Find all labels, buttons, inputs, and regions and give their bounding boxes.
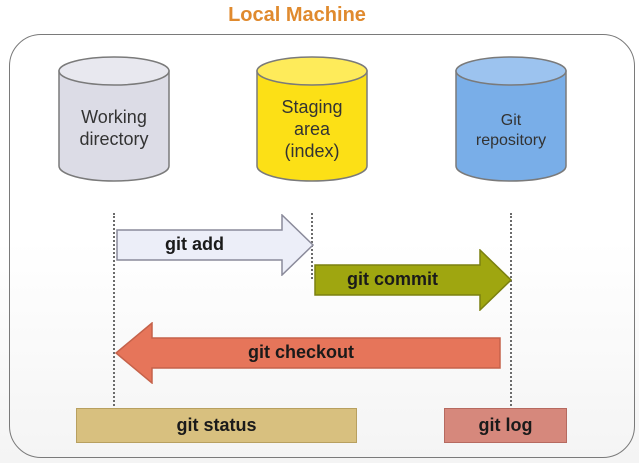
local-machine-frame [9,34,635,458]
cylinder-shape [58,56,170,182]
cylinder-shape [256,56,368,182]
staging-area-label: Staging area (index) [281,97,343,161]
git-add-label: git add [165,234,224,254]
right-arrow-shape [116,214,315,276]
git-repository-store: Git repository [455,56,567,183]
working-directory-store: Working directory [58,56,170,183]
working-directory-guide [113,213,115,410]
git-status-bar: git status [76,408,357,443]
git-log-label: git log [478,415,533,435]
git-add-arrow: git add [116,214,316,276]
git-repository-guide [510,213,512,410]
git-checkout-arrow: git checkout [114,322,502,384]
git-commit-label: git commit [347,269,439,289]
left-arrow-shape [114,322,501,384]
staging-area-store: Staging area (index) [256,56,368,183]
diagram-title: Local Machine [228,4,366,26]
cylinder-shape [455,56,567,182]
git-log-bar: git log [444,408,567,443]
working-directory-label: Working directory [79,107,149,149]
git-repository-label: Git repository [475,112,547,149]
git-status-label: git status [176,415,257,435]
git-commit-arrow: git commit [314,249,514,311]
right-arrow-shape [314,249,513,311]
git-checkout-label: git checkout [248,342,355,362]
